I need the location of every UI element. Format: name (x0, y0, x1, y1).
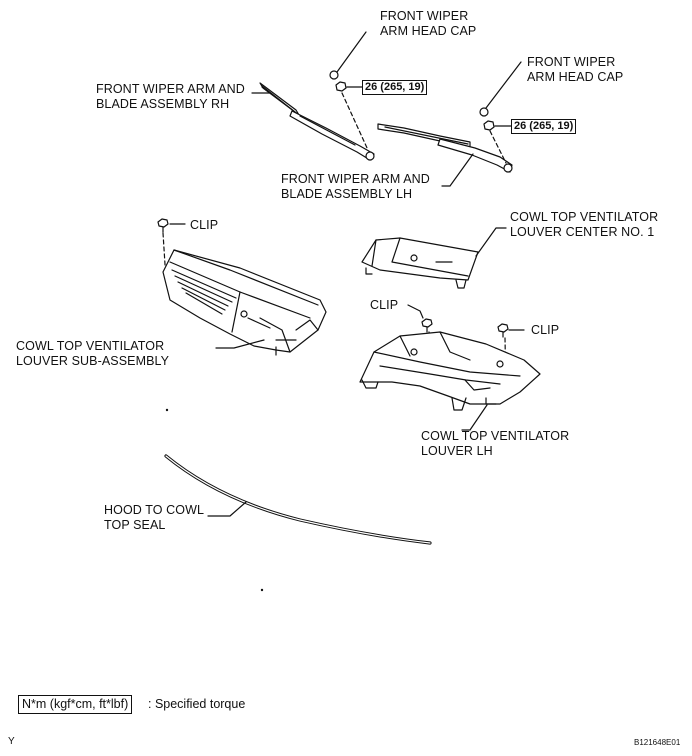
label-hood-seal: HOOD TO COWL TOP SEAL (104, 503, 205, 532)
louver-lh-part (359, 331, 541, 411)
wiper-cap-lh-part (479, 61, 522, 117)
footer-left-mark: Y (8, 736, 15, 747)
wiper-arm-rh-part (259, 82, 375, 161)
nut-rh-part (335, 81, 369, 151)
louver-sub-assembly-part (162, 249, 327, 356)
figure-code: B121648E01 (634, 738, 681, 747)
label-front-wiper-cap-2: FRONT WIPER ARM HEAD CAP (527, 55, 624, 84)
wiper-arm-lh-part (377, 123, 513, 173)
wiper-cap-rh-part (329, 31, 367, 80)
label-louver-center: COWL TOP VENTILATOR LOUVER CENTER NO. 1 (510, 210, 659, 239)
label-clip-3: CLIP (531, 323, 560, 337)
hood-seal-part (164, 454, 432, 545)
label-louver-lh: COWL TOP VENTILATOR LOUVER LH (421, 429, 570, 458)
label-clip-1: CLIP (190, 218, 219, 232)
label-wiper-arm-rh: FRONT WIPER ARM AND BLADE ASSEMBLY RH (96, 82, 245, 111)
torque-value-lh: 26 (265, 19) (511, 119, 577, 134)
label-front-wiper-cap-1: FRONT WIPER ARM HEAD CAP (380, 9, 477, 38)
label-wiper-arm-lh: FRONT WIPER ARM AND BLADE ASSEMBLY LH (281, 172, 430, 201)
torque-unit-legend: N*m (kgf*cm, ft*lbf) (18, 695, 133, 714)
label-clip-2: CLIP (370, 298, 399, 312)
louver-center-part (361, 237, 479, 289)
torque-legend-text: : Specified torque (148, 697, 246, 711)
nut-lh-part (483, 120, 512, 164)
label-louver-sub-assembly: COWL TOP VENTILATOR LOUVER SUB-ASSEMBLY (16, 339, 170, 368)
torque-value-rh: 26 (265, 19) (362, 80, 428, 95)
